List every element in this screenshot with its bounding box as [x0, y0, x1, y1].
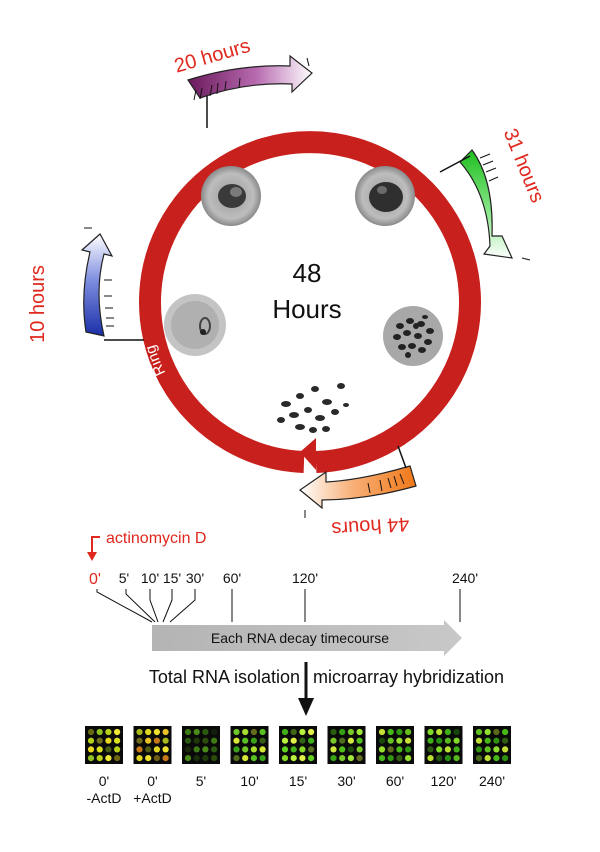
- arrow-10-hours: [80, 227, 144, 341]
- timecourse-bar: [152, 620, 462, 656]
- microarray-7: [376, 726, 414, 764]
- cell-schizont: [383, 306, 443, 366]
- array-label-time: 0': [99, 773, 109, 789]
- step-microarray: microarray hybridization: [313, 667, 504, 687]
- array-label-time: 120': [430, 773, 456, 789]
- time-10: 10': [141, 570, 159, 586]
- cell-trophozoite-early: [201, 166, 261, 226]
- cell-trophozoite-late: [355, 166, 415, 226]
- microarray-6: [327, 726, 366, 764]
- time-0: 0': [89, 571, 101, 588]
- microarray-8: [424, 726, 463, 764]
- time-tick-lines: [96, 589, 461, 623]
- array-label-condition: -ActD: [87, 790, 122, 806]
- cell-ring: [164, 294, 226, 356]
- merozoites: [277, 383, 349, 433]
- timecourse-bar-label: Each RNA decay timecourse: [211, 630, 389, 646]
- array-label-condition: +ActD: [133, 790, 172, 806]
- time-240: 240': [452, 570, 478, 586]
- red-ring: [139, 131, 481, 473]
- time-60: 60': [223, 570, 241, 586]
- microarray-5: [279, 726, 317, 764]
- time-120: 120': [292, 570, 318, 586]
- time-30: 30': [186, 570, 204, 586]
- array-label-time: 10': [240, 773, 258, 789]
- microarray-9: [473, 726, 511, 764]
- label-10-hours: 10 hours: [27, 265, 49, 343]
- ring-arrowhead: [300, 438, 316, 470]
- drug-indicator: [87, 536, 100, 561]
- time-15: 15': [163, 570, 181, 586]
- time-5: 5': [119, 570, 129, 586]
- step-rna-isolation: Total RNA isolation: [149, 667, 300, 687]
- cycle-hours-unit: Hours: [272, 294, 341, 324]
- life-cycle-ring: [139, 131, 481, 473]
- microarray-1: [85, 726, 123, 764]
- array-label-time: 240': [479, 773, 505, 789]
- microarray-4: [230, 726, 269, 764]
- cycle-hours-number: 48: [293, 258, 322, 288]
- array-label-time: 30': [337, 773, 355, 789]
- array-label-time: 15': [289, 773, 307, 789]
- label-31-hours: 31 hours: [499, 126, 549, 206]
- arrow-31-hours: [439, 149, 531, 261]
- array-label-time: 60': [386, 773, 404, 789]
- stage-trophozoite: Trophozoite: [267, 90, 351, 112]
- array-label-time: 5': [196, 773, 206, 789]
- label-44-hours: 44 hours: [331, 512, 410, 539]
- time-labels: 5' 10' 15' 30' 60' 120' 240': [119, 570, 478, 586]
- array-label-time: 0': [147, 773, 157, 789]
- arrow-20-hours: [187, 54, 313, 128]
- down-arrow: [298, 662, 314, 716]
- drug-label: actinomycin D: [106, 530, 206, 547]
- microarray-2: [133, 726, 172, 764]
- arrow-44-hours: [299, 445, 417, 518]
- microarray-3: [182, 726, 220, 764]
